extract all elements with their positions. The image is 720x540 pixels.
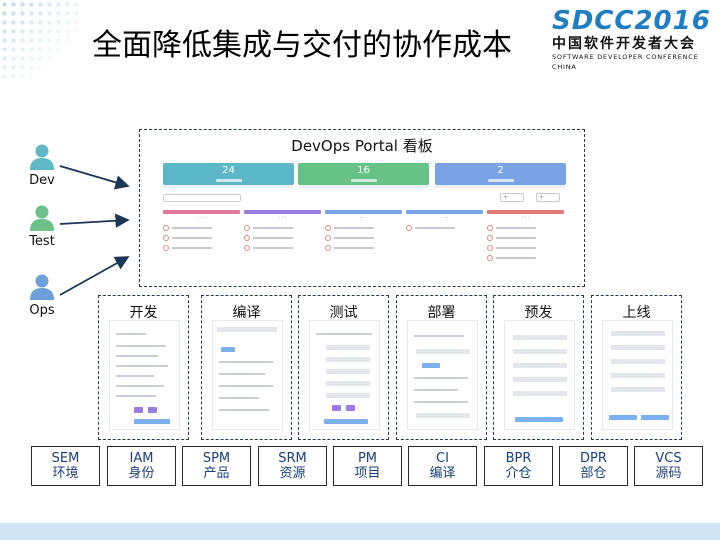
phase-label: 开发 [129, 305, 158, 321]
phase-panel-staging: 预发 [493, 295, 584, 440]
logo-main-text: SDCC2016 [552, 6, 711, 36]
persona-label: Test [29, 234, 55, 249]
footer-bar [0, 523, 720, 540]
portal-title: DevOps Portal 看板 [291, 137, 433, 155]
stat-value: 2 [497, 165, 504, 176]
phase-label: 预发 [524, 305, 553, 321]
tool-code: SEM [51, 451, 80, 466]
phase-screenshot [109, 320, 180, 430]
devops-portal-dashboard: DevOps Portal 看板 24 16 2 + + · · · · · ·… [139, 129, 585, 287]
stage-column: · · · [487, 210, 564, 261]
phase-panel-build: 编译 [201, 295, 292, 440]
phase-screenshot [602, 320, 673, 430]
tool-code: SPM [202, 451, 231, 466]
stage-column: · · · [244, 210, 321, 251]
decorative-dot-pattern [0, 0, 80, 80]
phase-label: 部署 [427, 305, 456, 321]
tool-code: PM [357, 451, 378, 466]
portal-action-button[interactable]: + [536, 193, 560, 202]
phase-screenshot [504, 320, 575, 430]
tool-code: IAM [129, 451, 154, 466]
person-icon [30, 274, 54, 300]
phase-screenshot [309, 320, 380, 430]
tool-name: 身份 [128, 466, 155, 481]
person-icon [30, 205, 54, 231]
tool-name: 资源 [279, 466, 306, 481]
phase-label: 上线 [622, 305, 651, 321]
stat-value: 16 [357, 165, 370, 176]
persona-dev: Dev [20, 143, 64, 188]
tool-box-srm[interactable]: SRM 资源 [258, 446, 327, 486]
stat-card[interactable]: 24 [163, 163, 294, 185]
conference-logo: SDCC2016 中国软件开发者大会 SOFTWARE DEVELOPER CO… [552, 6, 714, 72]
stage-column: · · · [406, 210, 483, 231]
slide-title: 全面降低集成与交付的协作成本 [92, 28, 512, 63]
persona-label: Dev [29, 173, 55, 188]
tool-box-iam[interactable]: IAM 身份 [107, 446, 176, 486]
logo-chinese-text: 中国软件开发者大会 [552, 36, 696, 52]
tool-box-vcs[interactable]: VCS 源码 [634, 446, 703, 486]
phase-panel-release: 上线 [591, 295, 682, 440]
tool-name: 环境 [52, 466, 79, 481]
phase-screenshot [407, 320, 478, 430]
test-arrow [59, 213, 130, 228]
tool-name: 部仓 [580, 466, 607, 481]
stat-card[interactable]: 2 [435, 163, 566, 185]
portal-action-button[interactable]: + [500, 193, 524, 202]
tool-name: 产品 [203, 466, 230, 481]
tool-code: VCS [655, 451, 682, 466]
tool-box-sem[interactable]: SEM 环境 [31, 446, 100, 486]
tool-box-dpr[interactable]: DPR 部仓 [559, 446, 628, 486]
tool-name: 源码 [655, 466, 682, 481]
phase-label: 编译 [232, 305, 261, 321]
stage-column: · · · [163, 210, 240, 251]
tool-code: CI [436, 451, 449, 466]
persona-test: Test [20, 204, 64, 249]
persona-label: Ops [29, 303, 55, 318]
phase-screenshot [212, 320, 283, 430]
persona-ops: Ops [20, 273, 64, 318]
ops-arrow [59, 256, 130, 296]
tool-name: 介仓 [505, 466, 532, 481]
filter-select[interactable] [163, 194, 241, 202]
phase-panel-dev: 开发 [98, 295, 189, 440]
stage-column: · · · [325, 210, 402, 251]
tool-box-pm[interactable]: PM 项目 [333, 446, 402, 486]
tool-box-spm[interactable]: SPM 产品 [182, 446, 251, 486]
tool-box-ci[interactable]: CI 编译 [408, 446, 477, 486]
stat-card[interactable]: 16 [298, 163, 429, 185]
phase-panel-deploy: 部署 [396, 295, 487, 440]
phase-panel-test: 测试 [298, 295, 389, 440]
tool-name: 项目 [354, 466, 381, 481]
logo-english-text: SOFTWARE DEVELOPER CONFERENCE CHINA [552, 53, 699, 71]
dev-arrow [59, 165, 130, 190]
phase-label: 测试 [329, 305, 358, 321]
tool-code: BPR [505, 451, 532, 466]
tool-code: SRM [278, 451, 307, 466]
tool-box-bpr[interactable]: BPR 介仓 [484, 446, 553, 486]
tool-code: DPR [580, 451, 607, 466]
stat-value: 24 [222, 165, 235, 176]
person-icon [30, 144, 54, 170]
tool-name: 编译 [429, 466, 456, 481]
